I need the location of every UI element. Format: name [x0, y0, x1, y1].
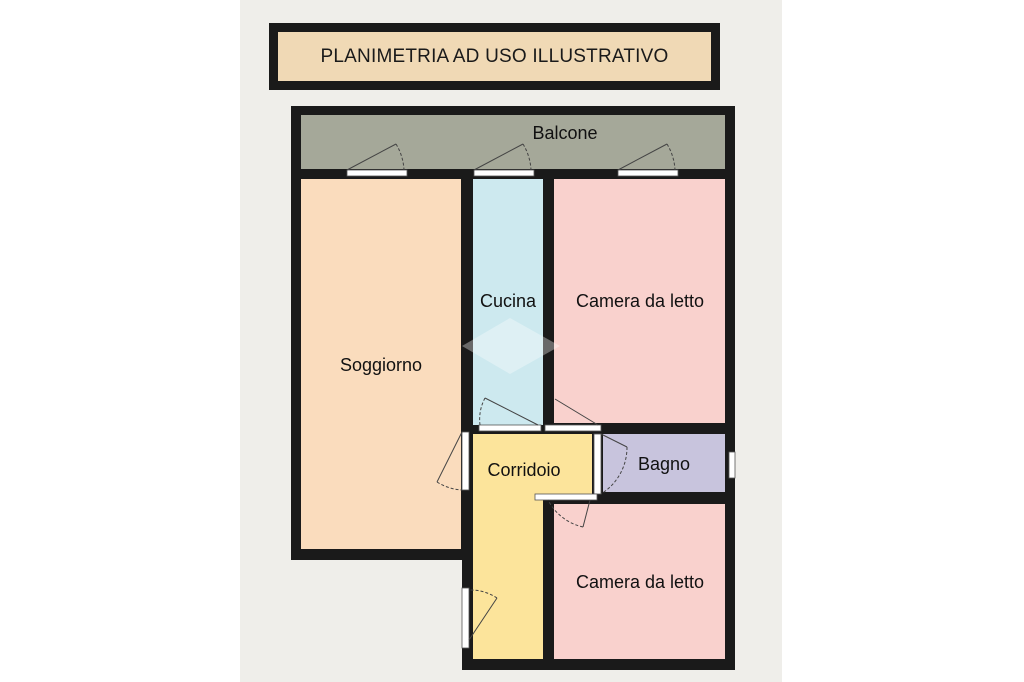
label-bagno: Bagno: [638, 454, 690, 474]
room-camera-2: [554, 504, 725, 659]
plan-title: PLANIMETRIA AD USO ILLUSTRATIVO: [278, 32, 711, 81]
label-corridoio: Corridoio: [487, 460, 560, 480]
watermark-logo: [462, 318, 560, 374]
door-openings: [461, 424, 602, 649]
room-camera-1: [554, 179, 725, 423]
room-cucina: [473, 179, 543, 425]
room-balcone: [301, 115, 725, 169]
label-camera-2: Camera da letto: [576, 572, 704, 592]
room-bagno: [603, 434, 725, 492]
label-soggiorno: Soggiorno: [340, 355, 422, 375]
label-camera-1: Camera da letto: [576, 291, 704, 311]
door-swings: [346, 143, 676, 641]
windows: [346, 169, 736, 479]
room-corridoio: [473, 434, 592, 659]
label-cucina: Cucina: [480, 291, 537, 311]
label-balcone: Balcone: [532, 123, 597, 143]
room-soggiorno: [301, 179, 461, 549]
title-frame: PLANIMETRIA AD USO ILLUSTRATIVO: [269, 23, 720, 90]
